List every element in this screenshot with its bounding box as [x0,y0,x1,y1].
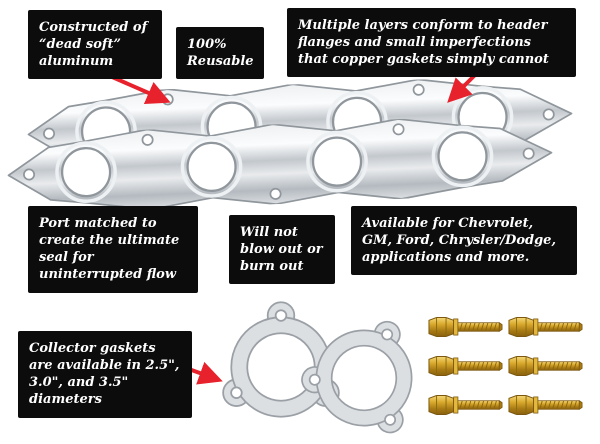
callout-availability: Available for Chevrolet, GM, Ford, Chrys… [351,206,577,276]
callout-blowout-text: Will not blow out or burn out [240,225,323,275]
callout-constructed: Constructed of “dead soft” aluminum [28,10,162,80]
callout-collector-text: Collector gaskets are available in 2.5",… [29,341,180,408]
bolt-image [508,394,584,416]
callout-layers-text: Multiple layers conform to header flange… [298,18,549,68]
callout-layers: Multiple layers conform to header flange… [287,8,576,78]
callout-reusable-text: 100% Reusable [187,37,254,70]
callout-reusable: 100% Reusable [176,27,264,80]
bolt-image [428,355,504,377]
bolt-image [428,394,504,416]
callout-port-matched: Port matched to create the ultimate seal… [28,206,198,293]
bolt-image [508,316,584,338]
bolt-image [428,316,504,338]
callout-blowout: Will not blow out or burn out [229,215,335,285]
callout-collector: Collector gaskets are available in 2.5",… [18,331,192,418]
callout-availability-text: Available for Chevrolet, GM, Ford, Chrys… [362,216,556,266]
callout-constructed-text: Constructed of “dead soft” aluminum [39,20,148,70]
callout-port-matched-text: Port matched to create the ultimate seal… [39,216,180,283]
bolt-image [508,355,584,377]
